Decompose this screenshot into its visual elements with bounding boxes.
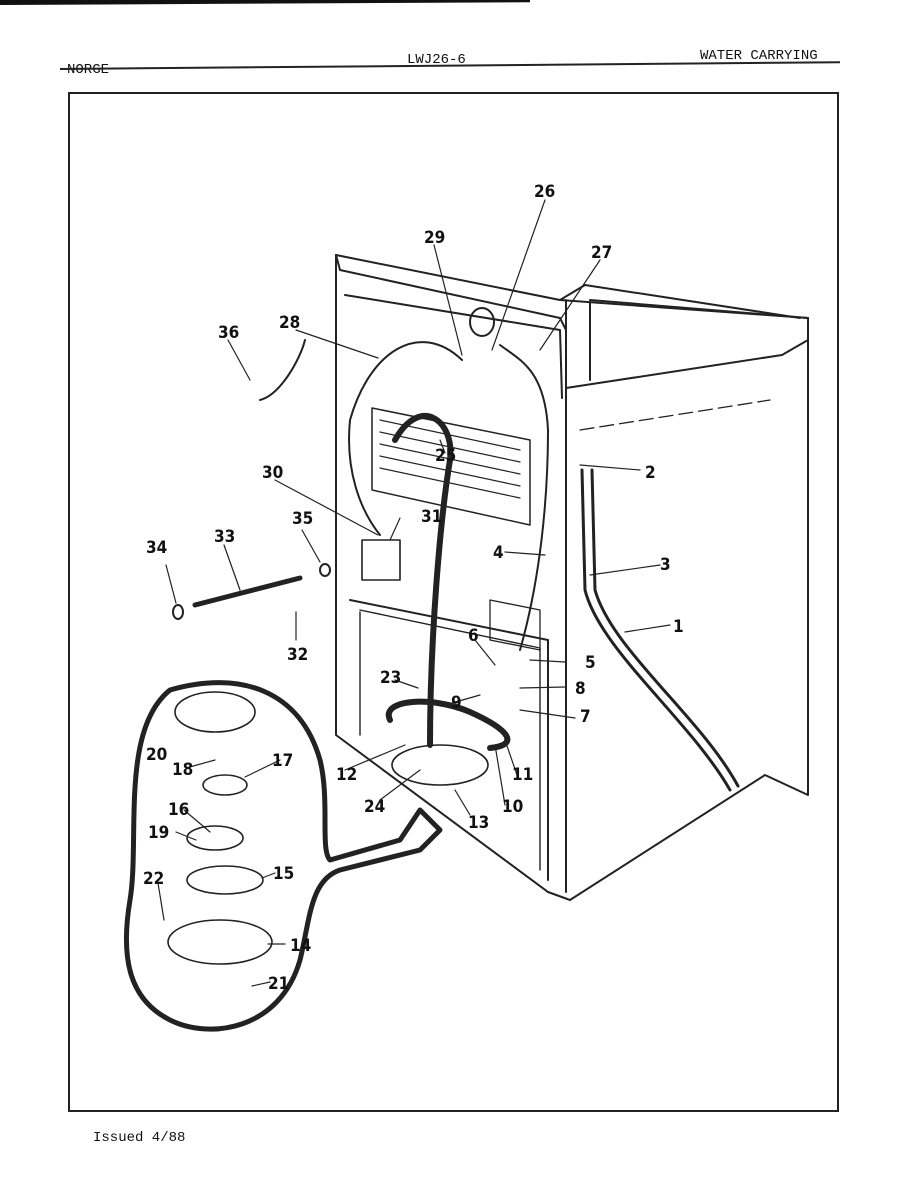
callout-29: 29 xyxy=(424,228,445,248)
brand-label: NORGE xyxy=(67,62,110,78)
callout-10: 10 xyxy=(502,797,523,817)
section-title: WATER CARRYING xyxy=(700,48,818,64)
wiring-drawing xyxy=(259,339,549,651)
callout-26: 26 xyxy=(534,182,555,202)
callout-5: 5 xyxy=(585,653,596,673)
callout-36: 36 xyxy=(218,323,239,343)
callout-30: 30 xyxy=(262,463,283,483)
callout-28: 28 xyxy=(279,313,300,333)
callout-27: 27 xyxy=(591,243,612,263)
callout-15: 15 xyxy=(273,864,294,884)
diagram-frame xyxy=(68,92,839,1112)
callout-6: 6 xyxy=(468,626,479,646)
callout-4: 4 xyxy=(493,543,504,563)
cabinet-drawing xyxy=(335,254,809,901)
callout-17: 17 xyxy=(272,751,293,771)
leader-lines xyxy=(157,199,671,987)
callout-20: 20 xyxy=(146,745,167,765)
callout-13: 13 xyxy=(468,813,489,833)
callout-32: 32 xyxy=(287,645,308,665)
issued-date: Issued 4/88 xyxy=(93,1130,186,1146)
callout-12: 12 xyxy=(336,765,357,785)
screw-drawing xyxy=(192,575,303,608)
callout-35: 35 xyxy=(292,509,313,529)
callout-16: 16 xyxy=(168,800,189,820)
callout-25: 25 xyxy=(435,446,456,466)
callout-19: 19 xyxy=(148,823,169,843)
pump-parts-drawing xyxy=(167,691,489,965)
drain-hose-drawing xyxy=(580,468,740,792)
callout-9: 9 xyxy=(451,693,462,713)
callout-3: 3 xyxy=(660,555,671,575)
callout-33: 33 xyxy=(214,527,235,547)
callout-14: 14 xyxy=(290,936,311,956)
callout-21: 21 xyxy=(268,974,289,994)
inset-outline xyxy=(123,680,443,1032)
callout-7: 7 xyxy=(580,707,591,727)
callout-2: 2 xyxy=(645,463,656,483)
callout-11: 11 xyxy=(512,765,533,785)
callout-18: 18 xyxy=(172,760,193,780)
callout-22: 22 xyxy=(143,869,164,889)
callout-24: 24 xyxy=(364,797,385,817)
callout-8: 8 xyxy=(575,679,586,699)
callout-1: 1 xyxy=(673,617,684,637)
callout-34: 34 xyxy=(146,538,167,558)
hose-drawing xyxy=(385,413,511,751)
callout-23: 23 xyxy=(380,668,401,688)
callout-31: 31 xyxy=(421,507,442,527)
